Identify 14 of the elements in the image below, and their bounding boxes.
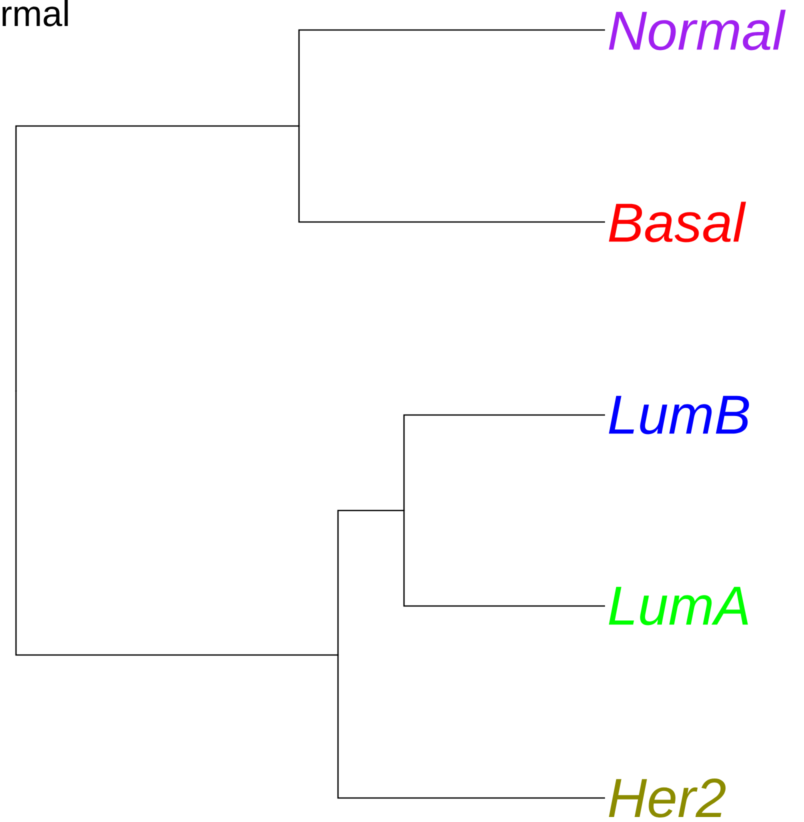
cut-off-label: rmal	[2, 0, 68, 26]
branch-line	[337, 510, 404, 655]
leaf-label: LumA	[608, 586, 748, 626]
leaf-label: Her2	[608, 778, 726, 818]
branch-line	[337, 655, 605, 799]
leaf-label: Basal	[608, 202, 746, 242]
branch-line	[403, 414, 605, 510]
branch-line	[403, 510, 605, 607]
branch-line	[15, 391, 338, 656]
branch-line	[298, 29, 605, 126]
leaf-label: Normal	[608, 10, 786, 50]
leaf-label: LumB	[608, 396, 749, 434]
branch-line	[298, 126, 605, 223]
branch-line	[15, 125, 299, 391]
